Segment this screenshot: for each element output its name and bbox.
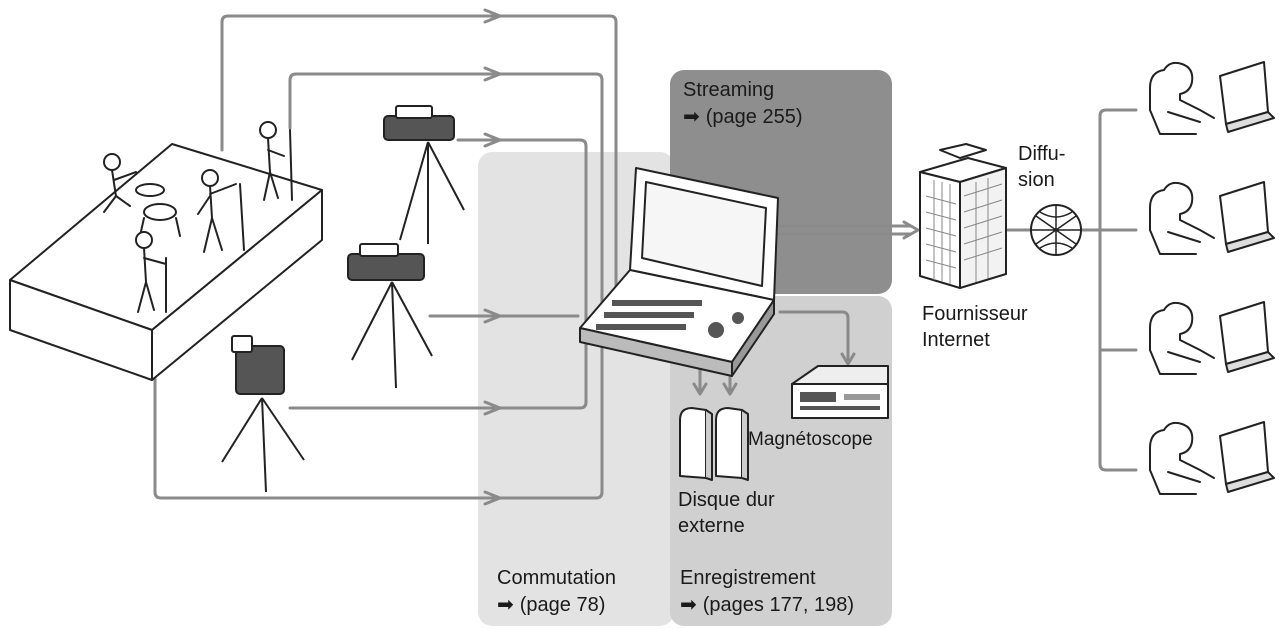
ref-arrow-icon: ➡ bbox=[497, 592, 514, 616]
signal-lines bbox=[153, 8, 1138, 506]
isp-building bbox=[919, 143, 1007, 289]
commutation-title: Commutation bbox=[497, 567, 616, 589]
stage bbox=[9, 143, 323, 381]
enregistrement-ref: ➡(pages 177, 198) bbox=[680, 592, 854, 617]
drummer-figure bbox=[103, 153, 181, 237]
stage-side bbox=[151, 189, 323, 381]
commutation-panel bbox=[478, 152, 674, 626]
user-4 bbox=[1149, 421, 1275, 495]
enregistrement-ref-text: (pages 177, 198) bbox=[702, 594, 854, 616]
streaming-arrow bbox=[902, 220, 920, 240]
diffusion-label-line2: sion bbox=[1018, 169, 1055, 191]
commutation-ref: ➡(page 78) bbox=[497, 592, 605, 617]
camera-3 bbox=[221, 335, 305, 493]
commutation-ref-text: (page 78) bbox=[519, 594, 606, 616]
disk-label-line1: Disque dur bbox=[678, 489, 775, 511]
ref-arrow-icon: ➡ bbox=[680, 592, 697, 616]
disk-1 bbox=[679, 407, 707, 479]
stage-mic-arrow bbox=[483, 66, 502, 82]
streaming-ref-text: (page 255) bbox=[705, 106, 803, 128]
user-1 bbox=[1149, 61, 1275, 135]
rec-arrow-1 bbox=[692, 382, 708, 396]
rec-arrow-2 bbox=[722, 382, 738, 396]
switcher-device bbox=[579, 167, 779, 377]
stage-top-arrow bbox=[483, 8, 502, 24]
isp-label-line2: Internet bbox=[922, 329, 990, 351]
guitarist-back-figure bbox=[259, 121, 293, 201]
stage-bottom-arrow bbox=[483, 490, 502, 506]
streaming-ref: ➡(page 255) bbox=[683, 104, 803, 129]
disk-label-line2: externe bbox=[678, 515, 745, 537]
camera1-line bbox=[456, 138, 588, 332]
guitarist-front-figure bbox=[135, 231, 167, 313]
isp-label-line1: Fournisseur bbox=[922, 303, 1028, 325]
rec-line-vcr bbox=[778, 310, 850, 364]
ref-arrow-icon: ➡ bbox=[683, 104, 700, 128]
camera-1 bbox=[383, 105, 465, 244]
stage-bottom-line bbox=[153, 330, 604, 500]
stage-mic-line bbox=[288, 72, 604, 332]
user-3 bbox=[1149, 301, 1275, 375]
camera-2 bbox=[347, 243, 433, 389]
stage-top-line bbox=[220, 14, 618, 332]
users bbox=[1149, 61, 1275, 495]
band bbox=[103, 121, 293, 313]
globe-icon bbox=[1030, 204, 1082, 256]
diffusion-label-line1: Diffu- bbox=[1018, 143, 1066, 165]
users-tree bbox=[1098, 108, 1138, 472]
camera1-arrow bbox=[483, 132, 502, 148]
disk-2 bbox=[715, 407, 743, 479]
camera2-arrow bbox=[483, 308, 502, 324]
vcr-label: Magnétoscope bbox=[748, 429, 873, 450]
rec-arrow-vcr bbox=[840, 352, 856, 366]
streaming-title: Streaming bbox=[683, 79, 775, 101]
enregistrement-title: Enregistrement bbox=[680, 567, 816, 589]
camera3-arrow bbox=[483, 400, 502, 416]
vcr-device bbox=[791, 365, 889, 419]
user-2 bbox=[1149, 181, 1275, 255]
external-disks bbox=[679, 407, 749, 481]
camera3-line bbox=[288, 338, 588, 410]
singer-figure bbox=[197, 169, 245, 253]
